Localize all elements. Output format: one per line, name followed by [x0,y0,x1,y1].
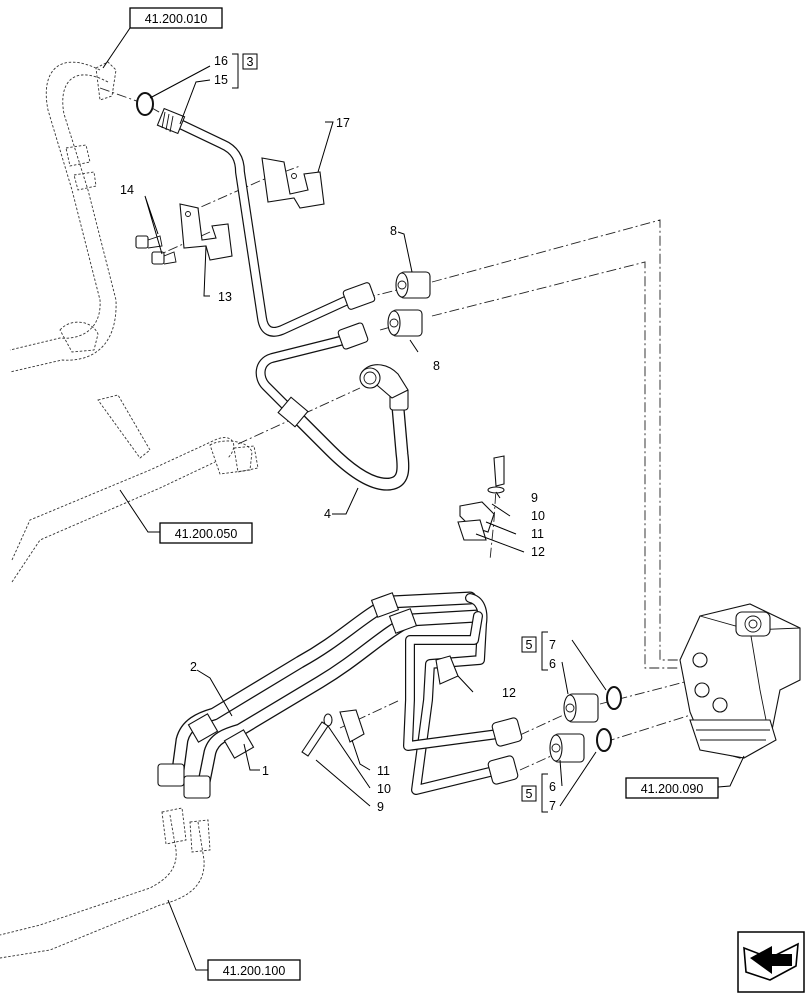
fittings-8 [387,271,431,337]
callout-10-bottom: 10 [377,782,391,796]
callout-12-bottom: 12 [502,686,516,700]
callout-10-top: 10 [531,509,545,523]
callout-6-bottom: 6 [549,780,556,794]
note-group-5b: 5 [521,773,548,813]
note-box-5a: 5 [521,636,537,653]
callout-7-top: 7 [549,638,556,652]
callout-12-top: 12 [531,545,545,559]
ref-text-right: 41.200.090 [641,782,704,796]
clips-9-12 [301,455,505,757]
direction-arrow-icon [737,931,805,993]
note-group-3: 3 [232,53,258,89]
note-text-3: 3 [247,55,254,69]
callout-13: 13 [218,290,232,304]
pipe-4 [255,322,410,491]
ref-box-left[interactable]: 41.200.050 [159,522,253,544]
callout-17: 17 [336,116,350,130]
callout-9-bottom: 9 [377,800,384,814]
leader-lines [102,27,745,971]
callout-16: 16 [214,54,228,68]
callout-8-bottom: 8 [433,359,440,373]
note-text-5b: 5 [526,787,533,801]
ref-box-bottom[interactable]: 41.200.100 [207,959,301,981]
note-text-5a: 5 [526,638,533,652]
ref-text-left: 41.200.050 [175,527,238,541]
callout-2: 2 [190,660,197,674]
note-box-3: 3 [242,53,258,70]
callout-8-top: 8 [390,224,397,238]
callout-11-top: 11 [531,527,544,541]
clamps-and-screws-upper [135,92,325,265]
callout-6-top: 6 [549,657,556,671]
pipe-15 [156,107,376,337]
fittings-6-7 [549,686,622,763]
steering-hoses-1-2 [157,591,523,799]
callout-4: 4 [324,507,331,521]
callout-15: 15 [214,73,228,87]
callout-11-bottom: 11 [377,764,390,778]
ref-text-bottom: 41.200.100 [223,964,286,978]
callout-labels: 16 15 17 14 13 8 8 4 9 10 11 12 12 2 1 1… [120,54,556,814]
callout-9-top: 9 [531,491,538,505]
ref-box-top[interactable]: 41.200.010 [129,7,223,29]
callout-14: 14 [120,183,134,197]
steering-unit [679,603,801,759]
ref-text-top: 41.200.010 [145,12,208,26]
callout-7-bottom: 7 [549,799,556,813]
note-box-5b: 5 [521,785,537,802]
note-group-5a: 5 [521,631,548,671]
ref-box-right[interactable]: 41.200.090 [625,777,719,799]
ghost-context-pipes [0,61,259,959]
callout-1: 1 [262,764,269,778]
